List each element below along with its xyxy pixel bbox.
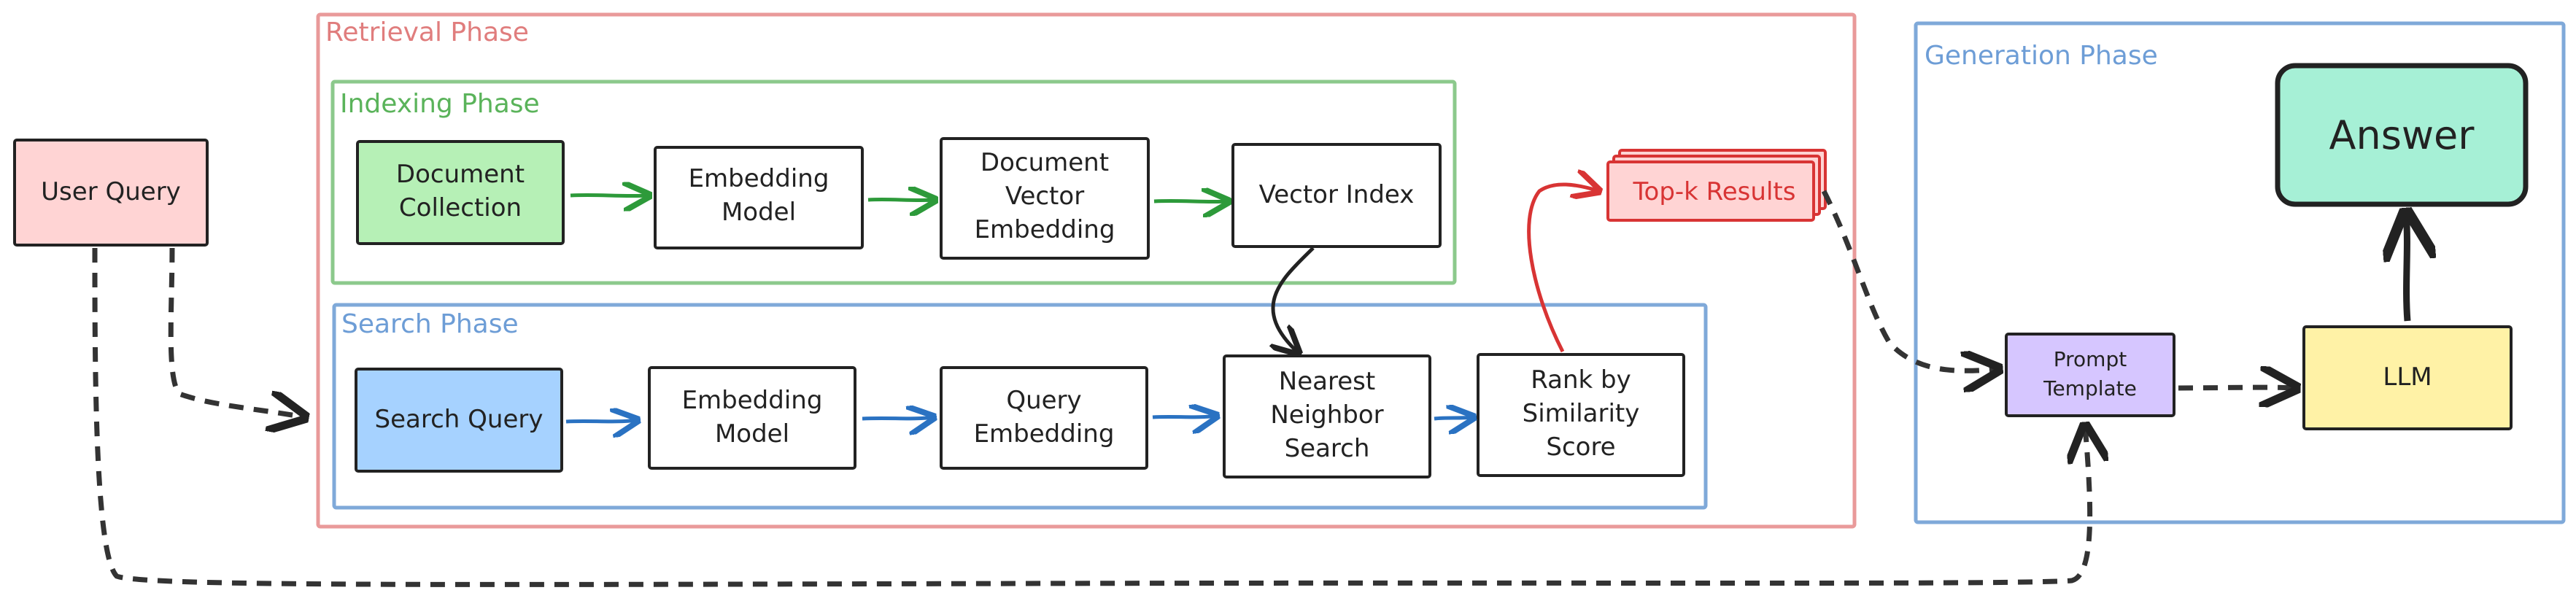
nearest-neighbor-node: Nearest Neighbor Search bbox=[1223, 354, 1431, 478]
answer-node: Answer bbox=[2275, 63, 2529, 207]
nearest-neighbor-line-1: Nearest bbox=[1279, 367, 1375, 396]
arrow-embed-to-queryemb bbox=[862, 417, 934, 419]
arrow-rank-to-topk bbox=[1527, 185, 1599, 353]
document-vector-embedding-node: Document Vector Embedding bbox=[940, 137, 1150, 260]
prompt-template-line-2: Template bbox=[2043, 376, 2137, 400]
llm-node: LLM bbox=[2302, 325, 2513, 430]
document-collection-line-2: Collection bbox=[399, 193, 522, 222]
generation-phase-frame bbox=[1914, 21, 2566, 524]
embedding-model-1-line-1: Embedding bbox=[689, 164, 829, 193]
arrow-user-to-prompt bbox=[92, 247, 2090, 587]
doc-vector-embedding-line-3: Embedding bbox=[975, 215, 1115, 244]
rank-similarity-line-3: Score bbox=[1546, 433, 1615, 462]
query-embedding-line-1: Query bbox=[1006, 386, 1081, 415]
nearest-neighbor-line-2: Neighbor bbox=[1270, 400, 1383, 430]
llm-label: LLM bbox=[2383, 362, 2432, 392]
query-embedding-line-2: Embedding bbox=[974, 419, 1115, 449]
user-query-node: User Query bbox=[13, 139, 209, 247]
arrow-prompt-to-llm bbox=[2178, 387, 2297, 388]
nearest-neighbor-line-3: Search bbox=[1285, 434, 1370, 463]
indexing-phase-frame bbox=[330, 80, 1457, 285]
retrieval-phase-frame bbox=[316, 12, 1857, 529]
search-phase-label: Search Phase bbox=[341, 309, 519, 339]
arrow-user-to-search bbox=[168, 247, 305, 417]
arrow-index-to-nearest bbox=[1273, 247, 1315, 353]
query-embedding-node: Query Embedding bbox=[940, 366, 1148, 470]
document-collection-node: Document Collection bbox=[356, 140, 565, 245]
rank-similarity-node: Rank by Similarity Score bbox=[1477, 353, 1685, 477]
rank-similarity-line-1: Rank by bbox=[1531, 365, 1631, 395]
document-collection-line-1: Document bbox=[396, 160, 525, 189]
search-phase-frame bbox=[332, 303, 1708, 510]
indexing-phase-label: Indexing Phase bbox=[340, 89, 540, 119]
user-query-label: User Query bbox=[41, 177, 181, 206]
embedding-model-1-line-2: Model bbox=[722, 198, 796, 227]
answer-label: Answer bbox=[2329, 112, 2475, 158]
vector-index-node: Vector Index bbox=[1231, 143, 1442, 248]
doc-vector-embedding-line-2: Vector bbox=[1005, 182, 1084, 211]
arrow-nearest-to-rank bbox=[1434, 417, 1474, 419]
arrow-topk-to-prompt bbox=[1821, 190, 1999, 371]
prompt-template-node: Prompt Template bbox=[2005, 333, 2175, 417]
embedding-model-1-node: Embedding Model bbox=[654, 146, 864, 249]
embedding-model-2-node: Embedding Model bbox=[648, 366, 856, 470]
embedding-model-2-line-1: Embedding bbox=[682, 386, 823, 415]
arrow-queryemb-to-nearest bbox=[1152, 416, 1217, 417]
search-query-node: Search Query bbox=[355, 368, 563, 473]
doc-vector-embedding-line-1: Document bbox=[980, 148, 1109, 177]
generation-phase-label: Generation Phase bbox=[1925, 41, 2158, 71]
arrow-search-to-embed bbox=[565, 420, 638, 422]
retrieval-phase-label: Retrieval Phase bbox=[325, 18, 529, 47]
rank-similarity-line-2: Similarity bbox=[1523, 399, 1640, 428]
arrow-llm-to-answer bbox=[2406, 213, 2407, 322]
arrow-embed-to-docvec bbox=[867, 199, 935, 200]
prompt-template-line-1: Prompt bbox=[2054, 347, 2127, 371]
search-query-label: Search Query bbox=[375, 405, 544, 434]
topk-results-node: Top-k Results bbox=[1606, 149, 1827, 222]
topk-results-label: Top-k Results bbox=[1633, 177, 1796, 206]
embedding-model-2-line-2: Model bbox=[715, 419, 789, 449]
vector-index-label: Vector Index bbox=[1259, 180, 1415, 209]
